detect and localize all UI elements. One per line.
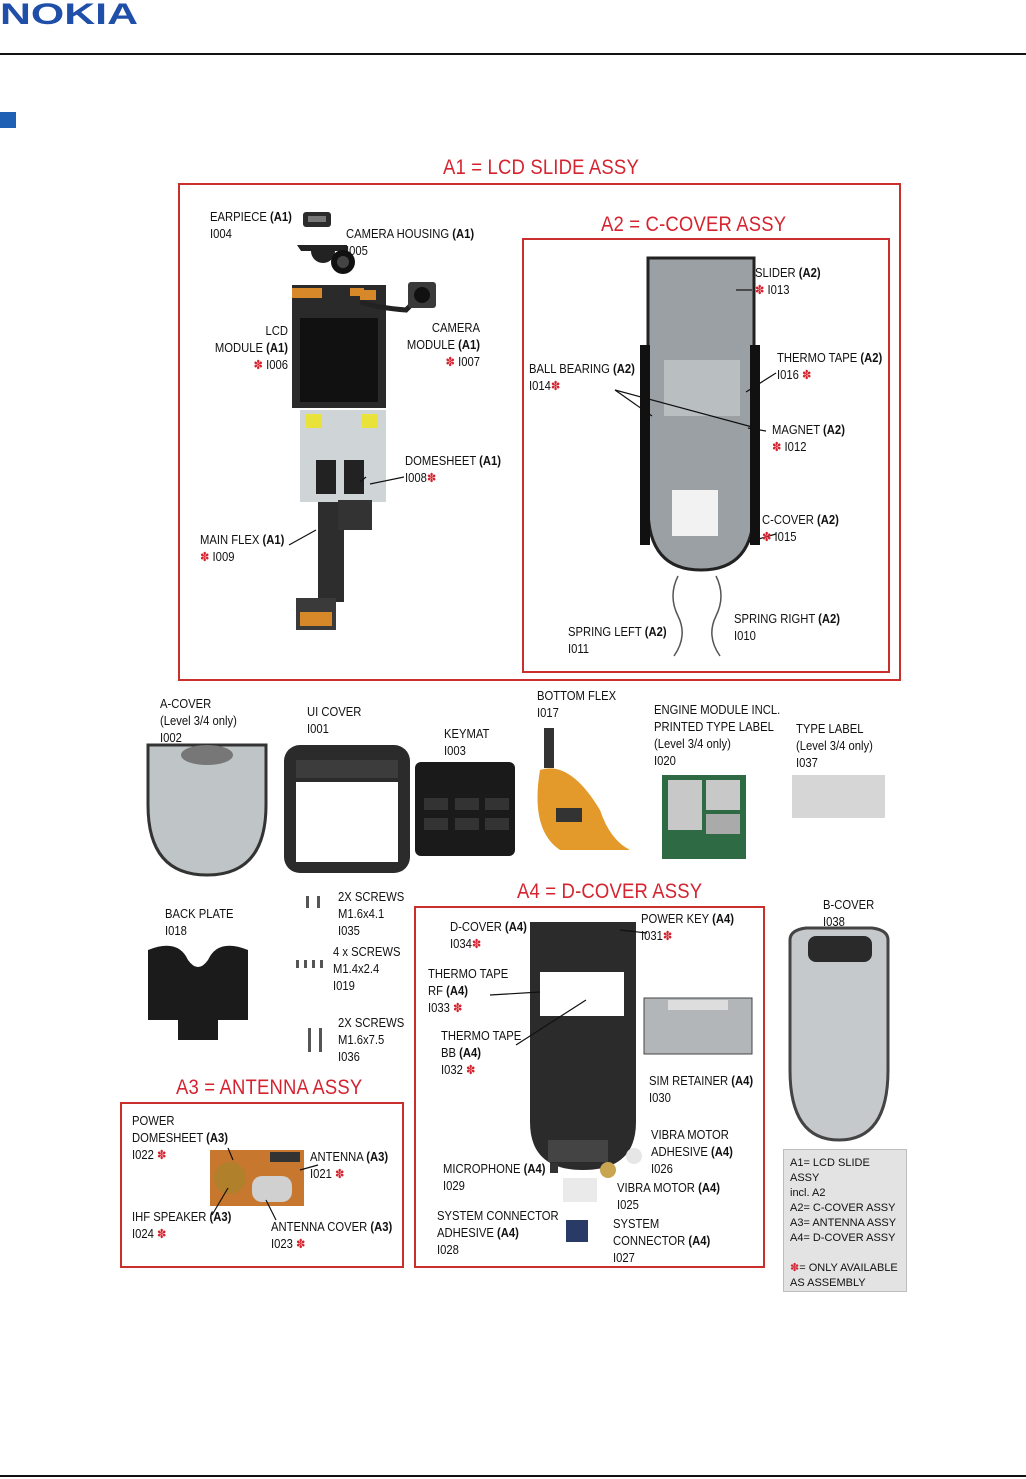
label-vibra-motor-adhesive: VIBRA MOTOR ADHESIVE (A4) I026	[651, 1128, 733, 1176]
footer-rule	[0, 1475, 1026, 1477]
a-cover-shape	[146, 743, 268, 877]
leader-lines	[211, 289, 777, 1221]
ui-cover-shape	[284, 745, 410, 873]
system-connector-shape	[566, 1220, 588, 1242]
label-main-flex: MAIN FLEX (A1) ✽ I009	[200, 533, 285, 564]
bottom-flex-shape	[537, 728, 630, 850]
label-b-cover: B-COVER I038	[823, 898, 875, 929]
header-a2-c-cover-assy: A2 = C-COVER ASSY	[601, 213, 787, 236]
label-ball-bearing: BALL BEARING (A2) I014✽	[529, 362, 635, 393]
label-keymat: KEYMAT I003	[444, 727, 490, 758]
c-cover-shape	[640, 256, 760, 572]
vibra-motor-shape	[600, 1162, 616, 1178]
header-a1-lcd-slide-assy: A1 = LCD SLIDE ASSY	[443, 156, 639, 179]
assembly-only-star-icon: ✽	[426, 471, 437, 485]
nokia-logo: NOKIA	[0, 0, 138, 26]
box-a4-d-cover-assy	[414, 906, 765, 1268]
d-cover-shape	[530, 922, 636, 1170]
assembly-only-star-icon: ✽	[662, 929, 673, 943]
label-screws-i035: 2X SCREWS M1.6x4.1 I035	[338, 890, 405, 938]
label-camera-module: CAMERA MODULE (A1) ✽ I007	[406, 321, 480, 369]
header-rule	[0, 53, 1026, 55]
label-ui-cover: UI COVER I001	[307, 705, 362, 736]
label-thermo-tape-rf: THERMO TAPE RF (A4) I033 ✽	[428, 967, 509, 1015]
type-label-placeholder	[792, 775, 885, 818]
sim-retainer-shape	[643, 997, 753, 1055]
assembly-only-star-icon: ✽	[335, 1167, 345, 1181]
box-a2-c-cover-assy	[522, 238, 890, 673]
camera-housing-shape	[297, 245, 355, 274]
antenna-assy-shape	[210, 1150, 304, 1206]
screws-shape	[296, 896, 323, 1052]
assembly-only-star-icon: ✽	[772, 440, 782, 454]
engine-module-shape	[662, 775, 746, 859]
label-system-connector-adhesive: SYSTEM CONNECTOR ADHESIVE (A4) I028	[437, 1209, 559, 1257]
camera-module-shape	[359, 282, 436, 313]
nokia-logo-text: NOKIA	[0, 0, 138, 26]
back-plate-shape	[148, 945, 248, 1040]
label-lcd-module: LCD MODULE (A1) ✽ I006	[214, 324, 288, 372]
label-domesheet: DOMESHEET (A1) I008✽	[405, 454, 502, 485]
label-magnet: MAGNET (A2) ✽ I012	[772, 423, 845, 454]
label-camera-housing: CAMERA HOUSING (A1) I005	[346, 227, 475, 258]
label-system-connector: SYSTEM CONNECTOR (A4) I027	[613, 1217, 711, 1265]
label-bottom-flex: BOTTOM FLEX I017	[537, 689, 617, 720]
label-screws-i036: 2X SCREWS M1.6x7.5 I036	[338, 1016, 405, 1064]
assembly-only-star-icon: ✽	[200, 550, 210, 564]
box-a1-lcd-slide-assy	[178, 183, 901, 681]
label-back-plate: BACK PLATE I018	[165, 907, 234, 938]
label-spring-left: SPRING LEFT (A2) I011	[568, 625, 667, 656]
keymat-shape	[415, 762, 515, 856]
assembly-only-star-icon: ✽	[471, 937, 482, 951]
section-marker	[0, 112, 16, 128]
header-a4-d-cover-assy: A4 = D-COVER ASSY	[517, 880, 703, 903]
lcd-module-shape	[292, 285, 386, 408]
assembly-only-star-icon: ✽	[802, 368, 812, 382]
assembly-only-star-icon: ✽	[755, 283, 765, 297]
assembly-legend: A1= LCD SLIDE ASSY incl. A2 A2= C-COVER …	[783, 1149, 907, 1292]
label-slider: SLIDER (A2) ✽ I013	[755, 266, 821, 297]
domesheet-shape	[300, 410, 386, 502]
earpiece-shape	[303, 212, 331, 227]
label-a-cover: A-COVER (Level 3/4 only) I002	[160, 697, 237, 745]
label-microphone: MICROPHONE (A4) I029	[443, 1162, 546, 1193]
label-spring-right: SPRING RIGHT (A2) I010	[734, 612, 841, 643]
assembly-only-star-icon: ✽	[157, 1148, 167, 1162]
microphone-shape	[550, 1163, 558, 1173]
header-a3-antenna-assy: A3 = ANTENNA ASSY	[176, 1076, 363, 1099]
assembly-only-star-icon: ✽	[453, 1001, 463, 1015]
assembly-only-star-icon: ✽	[157, 1227, 167, 1241]
connector-adhesive-shape	[563, 1178, 597, 1202]
assembly-only-star-icon: ✽	[762, 530, 772, 544]
label-power-key: POWER KEY (A4) I031✽	[641, 912, 734, 943]
assembly-only-star-icon: ✽	[790, 1262, 800, 1274]
label-antenna: ANTENNA (A3) I021 ✽	[310, 1150, 389, 1181]
label-sim-retainer: SIM RETAINER (A4) I030	[649, 1074, 754, 1105]
b-cover-shape	[788, 926, 890, 1142]
label-thermo-tape-bb: THERMO TAPE BB (A4) I032 ✽	[441, 1029, 522, 1077]
assembly-only-star-icon: ✽	[466, 1063, 476, 1077]
main-flex-shape	[296, 500, 372, 630]
label-antenna-cover: ANTENNA COVER (A3) I023 ✽	[271, 1220, 393, 1251]
assembly-only-star-icon: ✽	[296, 1237, 306, 1251]
assembly-only-star-icon: ✽	[550, 379, 561, 393]
box-a3-antenna-assy	[120, 1102, 404, 1268]
label-vibra-motor: VIBRA MOTOR (A4) I025	[617, 1181, 720, 1212]
label-ihf-speaker: IHF SPEAKER (A3) I024 ✽	[132, 1210, 232, 1241]
label-d-cover: D-COVER (A4) I034✽	[450, 920, 527, 951]
label-c-cover: C-COVER (A2) ✽ I015	[762, 513, 839, 544]
label-screws-i019: 4 x SCREWS M1.4x2.4 I019	[333, 945, 401, 993]
assembly-only-star-icon: ✽	[445, 355, 455, 369]
label-type-label: TYPE LABEL (Level 3/4 only) I037	[796, 722, 873, 770]
vibra-adhesive-shape	[626, 1148, 642, 1164]
label-engine-module: ENGINE MODULE INCL. PRINTED TYPE LABEL (…	[654, 703, 781, 768]
label-thermo-tape-a2: THERMO TAPE (A2) I016 ✽	[777, 351, 883, 382]
assembly-only-star-icon: ✽	[253, 358, 263, 372]
label-power-domesheet: POWER DOMESHEET (A3) I022 ✽	[132, 1114, 229, 1162]
springs-shape	[672, 575, 722, 657]
label-earpiece: EARPIECE (A1) I004	[210, 210, 292, 241]
